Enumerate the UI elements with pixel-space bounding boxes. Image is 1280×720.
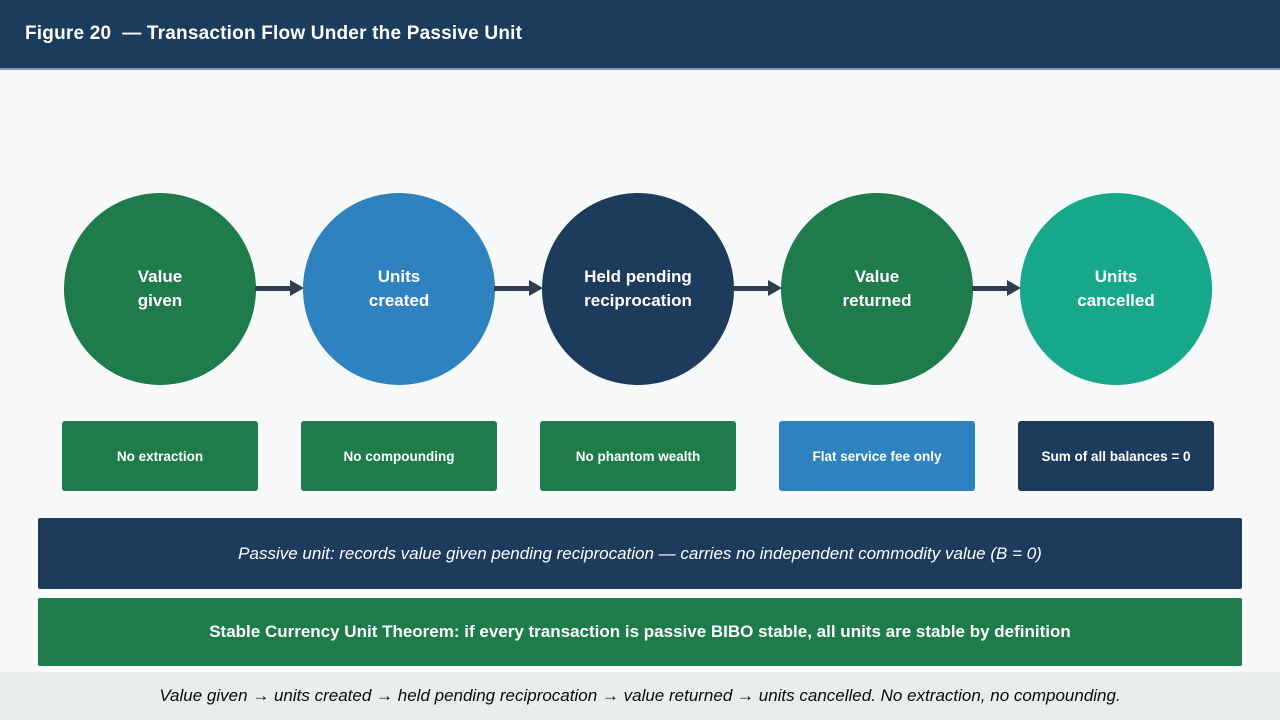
arrow-head	[529, 280, 543, 296]
passive-unit-banner-text: Passive unit: records value given pendin…	[238, 543, 1042, 563]
footer-caption-strip: Value given → units created → held pendi…	[0, 672, 1280, 720]
arrow-shaft	[255, 285, 291, 291]
principle-box-no-extraction: No extraction	[62, 421, 258, 491]
flow-node-label: Units cancelled	[1077, 267, 1155, 310]
arrow-head	[1007, 280, 1021, 296]
flow-node-units-cancelled: Units cancelled	[1020, 193, 1212, 385]
arrow-shaft	[494, 285, 530, 291]
figure-header: Figure 20 — Transaction Flow Under the P…	[0, 0, 1280, 70]
arrow-head	[768, 280, 782, 296]
principle-label: No phantom wealth	[575, 448, 701, 464]
principle-box-no-phantom-wealth: No phantom wealth	[540, 421, 736, 491]
principle-box-sum-balances-zero: Sum of all balances = 0	[1018, 421, 1214, 491]
stability-theorem-banner: Stable Currency Unit Theorem: if every t…	[38, 598, 1242, 666]
principle-label: Flat service fee only	[812, 448, 942, 464]
arrow-shaft	[972, 285, 1008, 291]
flow-arrow-icon	[733, 280, 782, 296]
principle-label: No extraction	[116, 448, 204, 464]
flow-node-units-created: Units created	[303, 193, 495, 385]
flow-node-label: Value given	[137, 267, 183, 310]
flow-node-label: Held pending reciprocation	[584, 267, 692, 310]
arrow-shaft	[733, 285, 769, 291]
figure-title: Figure 20 — Transaction Flow Under the P…	[25, 23, 523, 44]
flow-node-held-pending: Held pending reciprocation	[542, 193, 734, 385]
flow-arrow-icon	[255, 280, 304, 296]
principle-label: Sum of all balances = 0	[1041, 448, 1191, 464]
flow-arrow-icon	[972, 280, 1021, 296]
flow-node-value-given: Value given	[64, 193, 256, 385]
principle-label: No compounding	[343, 448, 455, 464]
stability-theorem-banner-text: Stable Currency Unit Theorem: if every t…	[209, 622, 1071, 641]
flow-node-value-returned: Value returned	[781, 193, 973, 385]
arrow-head	[290, 280, 304, 296]
footer-caption-text: Value given → units created → held pendi…	[159, 686, 1121, 705]
flow-arrow-icon	[494, 280, 543, 296]
flow-node-label: Units created	[368, 267, 430, 310]
passive-unit-banner: Passive unit: records value given pendin…	[38, 518, 1242, 589]
flow-node-label: Value returned	[842, 267, 912, 310]
principle-box-no-compounding: No compounding	[301, 421, 497, 491]
principle-box-flat-service-fee: Flat service fee only	[779, 421, 975, 491]
